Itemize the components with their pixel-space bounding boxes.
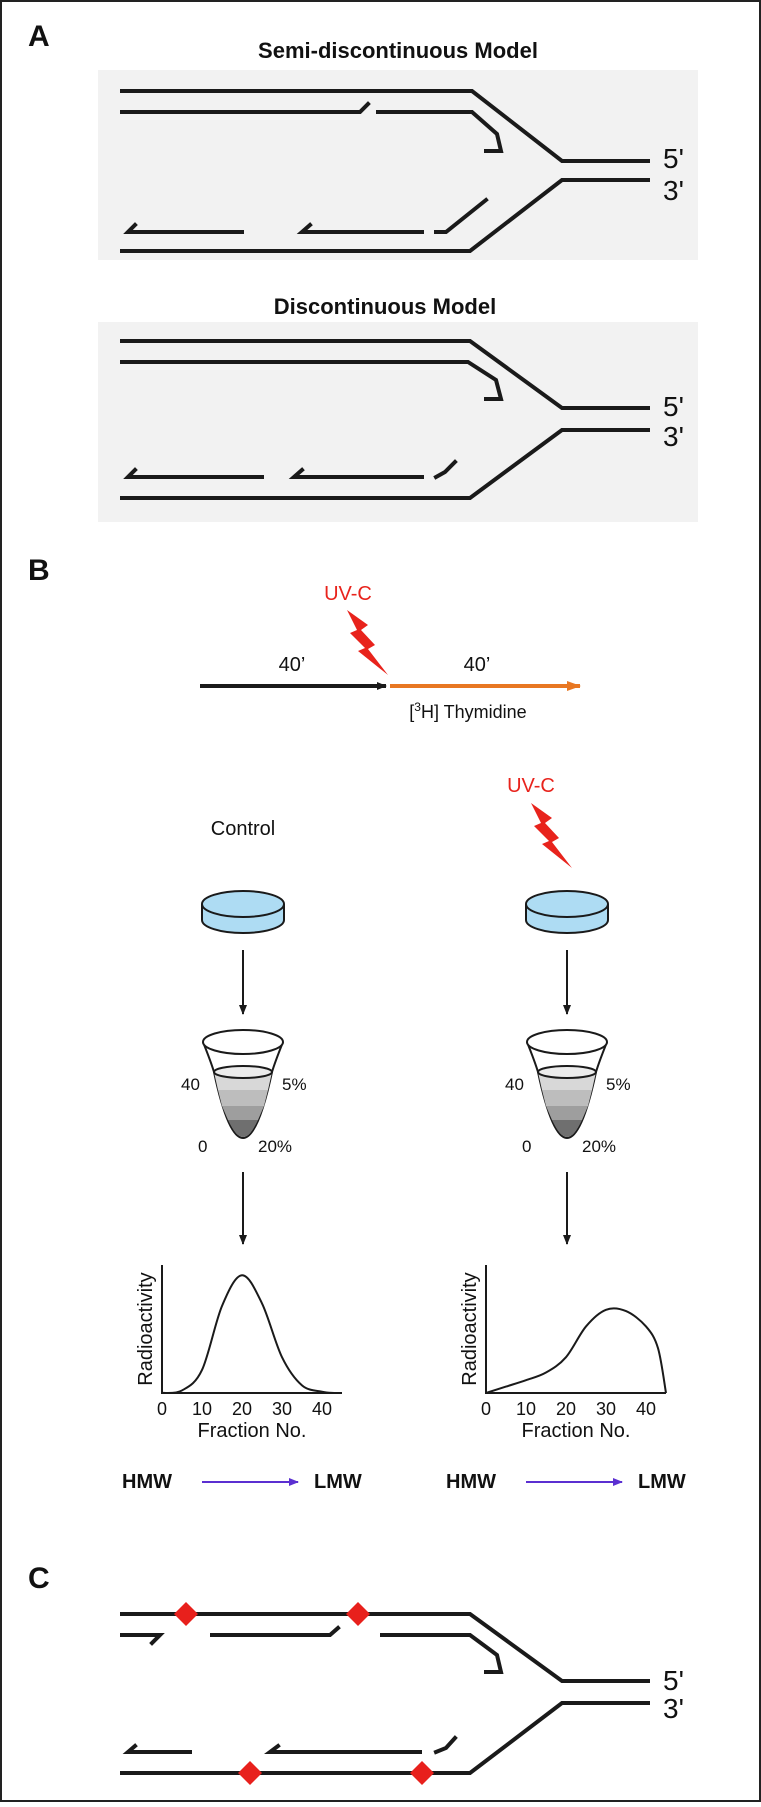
series-line [161, 1274, 335, 1395]
time-after-label: 40’ [464, 654, 491, 676]
thymidine-label: [3H] Thymidine [409, 700, 526, 722]
parental-bottom-strand [120, 1701, 650, 1775]
petri-dish-icon [201, 890, 285, 934]
gradient-bottom-left: 0 [522, 1137, 531, 1156]
diamond-lesion-icon [410, 1761, 434, 1785]
three-prime-label: 3' [663, 175, 684, 206]
three-prime-label: 3' [663, 1693, 684, 1724]
gradient-bottom-right: 20% [258, 1137, 292, 1156]
model2-background [98, 322, 698, 522]
parental-top-strand [120, 339, 650, 410]
x-tick-label: 30 [272, 1399, 292, 1419]
uv-label-right: UV-C [507, 775, 555, 797]
hmw-label-left: HMW [122, 1471, 172, 1493]
gradient-top-right: 5% [282, 1075, 307, 1094]
x-tick-label: 40 [636, 1399, 656, 1419]
leading-strand-seg2 [376, 110, 504, 153]
time-before-label: 40’ [279, 654, 306, 676]
lagging-strand-segs [123, 197, 489, 234]
parental-bottom-strand [120, 178, 650, 253]
chart-axes [485, 1265, 666, 1394]
gradient-top-left: 40 [505, 1075, 524, 1094]
gradient-bottom-right: 20% [582, 1137, 616, 1156]
parental-top-strand [120, 1612, 650, 1683]
diamond-lesion-icon [174, 1602, 198, 1626]
panel-b-label: B [28, 554, 50, 587]
parental-bottom-strand [120, 428, 650, 500]
x-tick-label: 10 [516, 1399, 536, 1419]
x-tick-label: 20 [556, 1399, 576, 1419]
x-tick-label: 0 [481, 1399, 491, 1419]
gradient-top-left: 40 [181, 1075, 200, 1094]
five-prime-label: 5' [663, 391, 684, 422]
lagging-fragments [122, 1735, 458, 1755]
diamond-lesion-icon [346, 1602, 370, 1626]
lmw-label-right: LMW [638, 1471, 686, 1493]
leading-fragment-2 [210, 1625, 341, 1637]
leading-strand-seg1 [120, 101, 371, 114]
y-axis-label: Radioactivity [459, 1272, 481, 1385]
panel-c-label: C [28, 1562, 50, 1595]
x-axis-label: Fraction No. [198, 1420, 307, 1442]
leading-fragment-1 [120, 1633, 165, 1646]
petri-dish-icon [525, 890, 609, 934]
x-tick-label: 0 [157, 1399, 167, 1419]
x-tick-label: 30 [596, 1399, 616, 1419]
lesion-diagram [120, 1612, 650, 1775]
gradient-bottom-left: 0 [198, 1137, 207, 1156]
three-prime-label: 3' [663, 421, 684, 452]
parental-top-strand [120, 89, 650, 163]
lightning-icon [531, 803, 572, 868]
diamond-lesion-icon [238, 1761, 262, 1785]
lesions [174, 1602, 434, 1785]
x-tick-label: 10 [192, 1399, 212, 1419]
hmw-label-right: HMW [446, 1471, 496, 1493]
control-label: Control [211, 818, 275, 840]
model1-background [98, 70, 698, 260]
x-tick-label: 40 [312, 1399, 332, 1419]
model1-title: Semi-discontinuous Model [258, 38, 538, 63]
centrifuge-tube-icon [202, 1029, 284, 1140]
lagging-fragments [123, 459, 458, 480]
lmw-label-left: LMW [314, 1471, 362, 1493]
y-axis-label: Radioactivity [135, 1272, 157, 1385]
model2-title: Discontinuous Model [274, 294, 496, 319]
leading-fragment-3 [380, 1633, 504, 1674]
centrifuge-tube-icon [526, 1029, 608, 1140]
series-line [485, 1307, 667, 1394]
x-axis-label: Fraction No. [522, 1420, 631, 1442]
five-prime-label: 5' [663, 143, 684, 174]
uv-label-timeline: UV-C [324, 583, 372, 605]
fragment-top-strand [120, 360, 504, 401]
gradient-top-right: 5% [606, 1075, 631, 1094]
discontinuous-diagram [120, 339, 650, 500]
panel-a-label: A [28, 20, 50, 53]
x-tick-label: 20 [232, 1399, 252, 1419]
semi-discontinuous-diagram [120, 89, 650, 253]
lightning-icon [347, 610, 388, 675]
five-prime-label: 5' [663, 1665, 684, 1696]
